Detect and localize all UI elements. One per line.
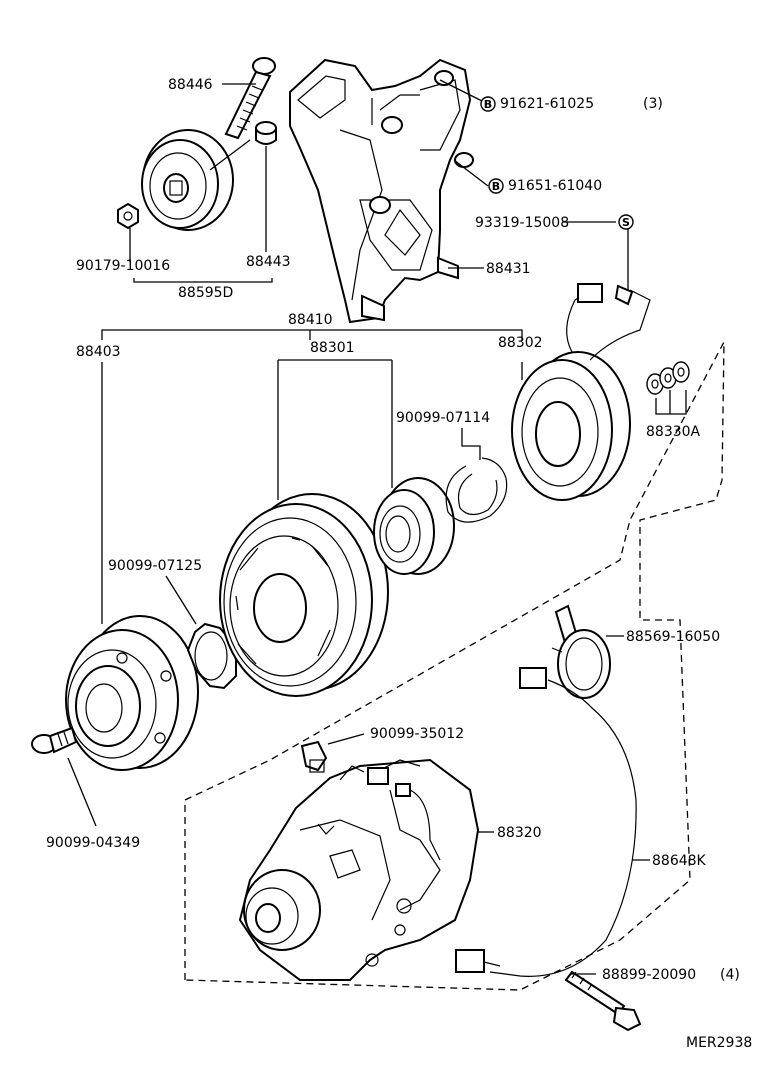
label-88595d: 88595D: [178, 285, 233, 301]
marker-b-1: B: [480, 96, 496, 112]
label-93319: 93319-15008: [475, 215, 569, 231]
label-90099-07125: 90099-07125: [108, 558, 202, 574]
connector-clip-icon: [300, 740, 328, 773]
label-88443: 88443: [246, 254, 291, 270]
idler-pulley-icon: [141, 129, 234, 231]
clutch-pulley-icon: [219, 493, 389, 697]
svg-text:S: S: [622, 216, 630, 229]
nut-90179-icon: [117, 202, 139, 230]
spacer-88443-icon: [255, 121, 277, 145]
label-88302: 88302: [498, 335, 543, 351]
label-90099-04349: 90099-04349: [46, 835, 140, 851]
leader-lines: [67, 79, 687, 975]
label-88569: 88569-16050: [626, 629, 720, 645]
mounting-band-icon: [551, 604, 611, 699]
label-88899-qty: (4): [720, 967, 740, 983]
snap-ring-icon: [445, 457, 508, 523]
label-91621-qty: (3): [643, 96, 663, 112]
compressor-bracket-icon: [289, 58, 474, 324]
bearing-icon: [373, 477, 455, 575]
label-88899: 88899-20090: [602, 967, 696, 983]
label-88446: 88446: [168, 77, 213, 93]
shim-washers-icon: [646, 361, 690, 395]
wire-harness-icon: [455, 667, 637, 977]
label-88431: 88431: [486, 261, 531, 277]
label-88320: 88320: [497, 825, 542, 841]
svg-text:B: B: [484, 98, 492, 111]
label-88301: 88301: [310, 340, 355, 356]
label-88330a: 88330A: [646, 424, 701, 440]
marker-s: S: [618, 214, 634, 230]
label-88410: 88410: [288, 312, 333, 328]
bolt-88899-icon: [564, 970, 642, 1032]
assembly-boundary: [184, 341, 725, 991]
diagram-code: MER2938: [686, 1035, 752, 1051]
field-coil-icon: [511, 283, 651, 501]
label-88648k: 88648K: [652, 853, 707, 869]
label-90099-35012: 90099-35012: [370, 726, 464, 742]
marker-b-2: B: [488, 178, 504, 194]
shim-ring-icon: [186, 622, 237, 690]
label-90099-07114: 90099-07114: [396, 410, 490, 426]
clutch-hub-icon: [65, 615, 199, 771]
label-90179: 90179-10016: [76, 258, 170, 274]
bolt-90099-04349-icon: [31, 726, 78, 754]
bolt-88446-icon: [224, 57, 276, 140]
compressor-body-icon: [238, 758, 480, 981]
label-91621: 91621-61025: [500, 96, 594, 112]
svg-text:B: B: [492, 180, 500, 193]
label-91651: 91651-61040: [508, 178, 602, 194]
label-88403: 88403: [76, 344, 121, 360]
